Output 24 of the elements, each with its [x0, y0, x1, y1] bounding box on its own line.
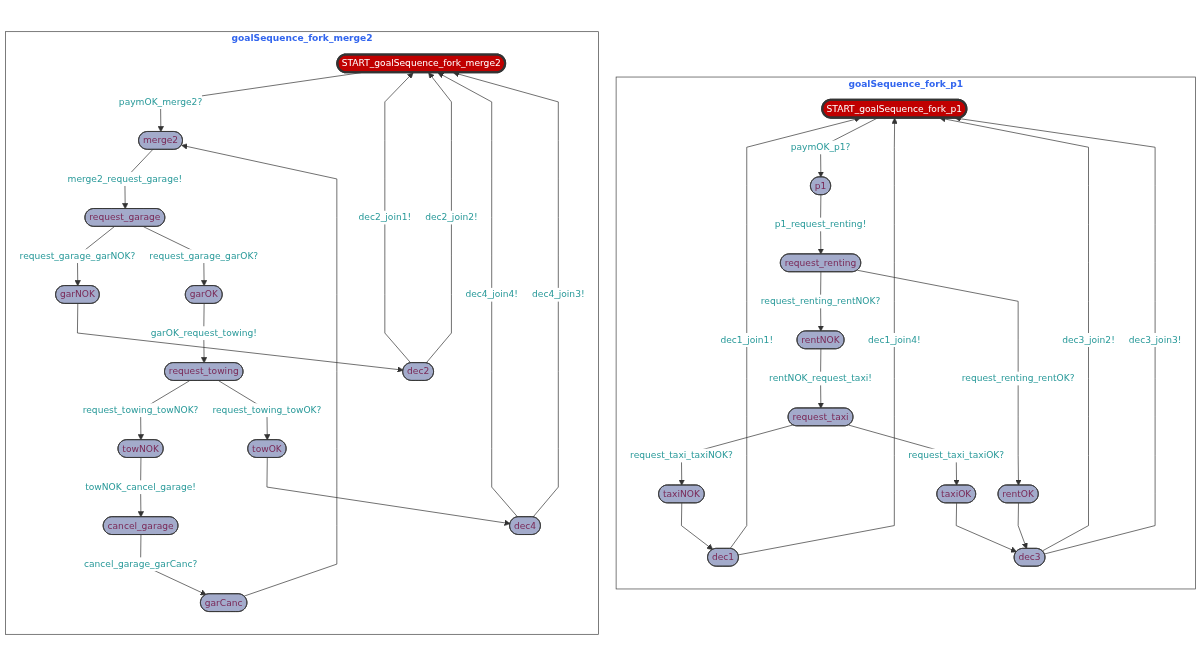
edge-label: paymOK_merge2?	[118, 96, 203, 107]
edge-label: request_taxi_taxiNOK?	[630, 449, 733, 461]
edge-label: request_renting_rentNOK?	[760, 295, 881, 307]
edge-label: request_towing_towNOK?	[82, 404, 199, 416]
edge-label: merge2_request_garage!	[67, 173, 183, 184]
edge-label: dec2_join1!	[358, 212, 412, 223]
edge-label: request_towing_towOK?	[212, 404, 322, 416]
edge-label: request_garage_garOK?	[149, 250, 259, 262]
edge-label: dec3_join2!	[1062, 334, 1115, 345]
edge-label: dec1_join1!	[720, 334, 774, 345]
edge-label: towNOK_cancel_garage!	[85, 481, 197, 493]
edge-label: request_renting_rentOK?	[961, 372, 1075, 384]
edge-label: request_taxi_taxiOK?	[908, 449, 1005, 461]
edge-label: paymOK_p1?	[790, 141, 851, 153]
edge-label: dec4_join3!	[532, 289, 585, 300]
edge-label: p1_request_renting!	[774, 218, 867, 230]
edge-label: dec4_join4!	[465, 289, 519, 300]
edge-label: dec2_join2!	[425, 212, 478, 223]
edge-label: dec1_join4!	[868, 334, 921, 345]
edge-label: cancel_garage_garCanc?	[83, 558, 198, 570]
edge-label: rentNOK_request_taxi!	[769, 372, 872, 384]
edge-label: request_garage_garNOK?	[19, 250, 136, 262]
edge-label: garOK_request_towing!	[150, 327, 257, 339]
edge-label: dec3_join3!	[1128, 334, 1182, 345]
